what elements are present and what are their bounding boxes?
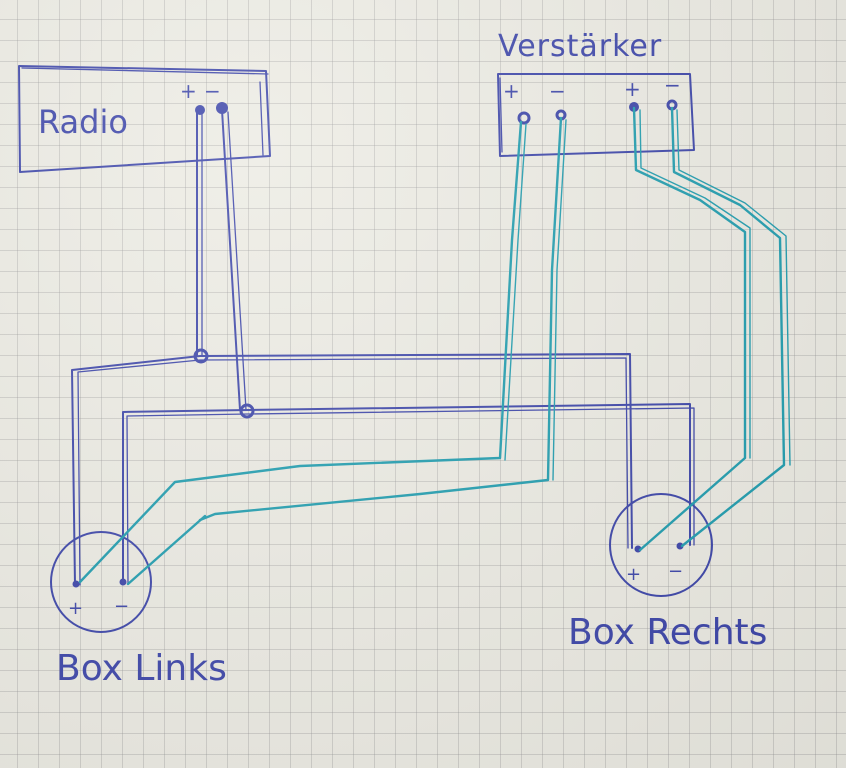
box-left-minus-label: − — [114, 596, 129, 617]
radio-plus-label: + — [180, 79, 197, 103]
amplifier-minus-1-label: − — [549, 79, 566, 103]
amp-right-minus-wire — [670, 106, 786, 548]
box-right-minus-label: − — [668, 561, 683, 582]
amplifier-minus-2-label: − — [664, 73, 681, 97]
amplifier-plus-1-terminal — [517, 111, 531, 125]
amp-left-minus-wire — [198, 116, 563, 522]
amplifier-output-wires — [78, 106, 791, 586]
box-left-label: Box Links — [56, 648, 227, 689]
plus-bus-wire — [71, 353, 633, 586]
box-right-plus-label: + — [626, 564, 641, 585]
minus-bus-wire — [122, 403, 691, 584]
radio-label: Radio — [38, 103, 128, 141]
amplifier-plus-2-label: + — [624, 77, 641, 101]
radio-unit — [18, 65, 271, 173]
radio-output-wires — [71, 109, 695, 586]
radio-minus-junction — [239, 403, 255, 419]
amplifier-label: Verstärker — [498, 29, 662, 64]
amplifier-plus-1-label: + — [503, 79, 520, 103]
radio-minus-terminal — [216, 102, 228, 114]
box-left-speaker — [50, 531, 152, 633]
box-right-speaker — [609, 493, 713, 597]
amp-right-plus-wire — [632, 106, 747, 552]
box-left-minus-terminal — [119, 578, 127, 586]
radio-minus-label: − — [204, 79, 221, 103]
box-right-minus-terminal — [676, 542, 684, 550]
amplifier-unit — [497, 73, 695, 157]
amp-left-plus-wire — [78, 120, 523, 584]
box-left-plus-label: + — [68, 598, 83, 619]
box-right-label: Box Rechts — [568, 612, 767, 653]
radio-box-outline — [18, 65, 271, 173]
radio-plus-junction — [193, 348, 209, 364]
box-left-plus-terminal — [72, 580, 80, 588]
amplifier-box-outline — [497, 73, 695, 157]
